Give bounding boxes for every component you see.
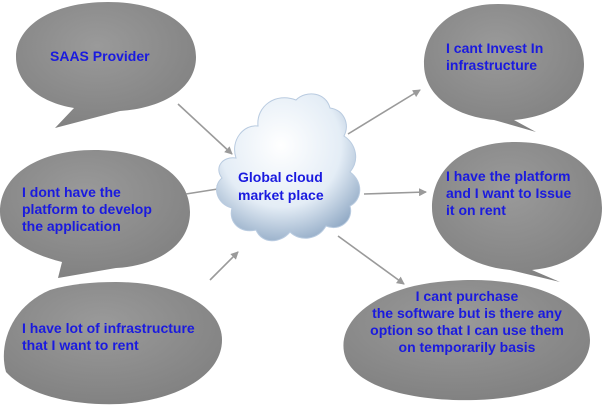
center-label: Global cloud market place: [238, 168, 324, 204]
bubble-saas-provider: [16, 2, 196, 128]
platform-rent-label: I have the platform and I want to Issue …: [446, 168, 571, 219]
arrow-cloud-to-cantinvest: [348, 90, 420, 134]
cant-purchase-label: I cant purchase the software but is ther…: [356, 288, 578, 356]
saas-provider-label: SAAS Provider: [50, 48, 150, 65]
infra-rent-label: I have lot of infrastructure that I want…: [22, 320, 195, 354]
cant-invest-label: I cant Invest In infrastructure: [446, 40, 543, 74]
arrow-cloud-to-platformrent: [364, 192, 426, 194]
no-platform-label: I dont have the platform to develop the …: [22, 184, 152, 235]
arrow-saas-to-cloud: [178, 104, 232, 154]
arrow-cloud-to-cantpurchase: [338, 236, 404, 284]
arrow-infra-to-cloud: [210, 252, 238, 280]
